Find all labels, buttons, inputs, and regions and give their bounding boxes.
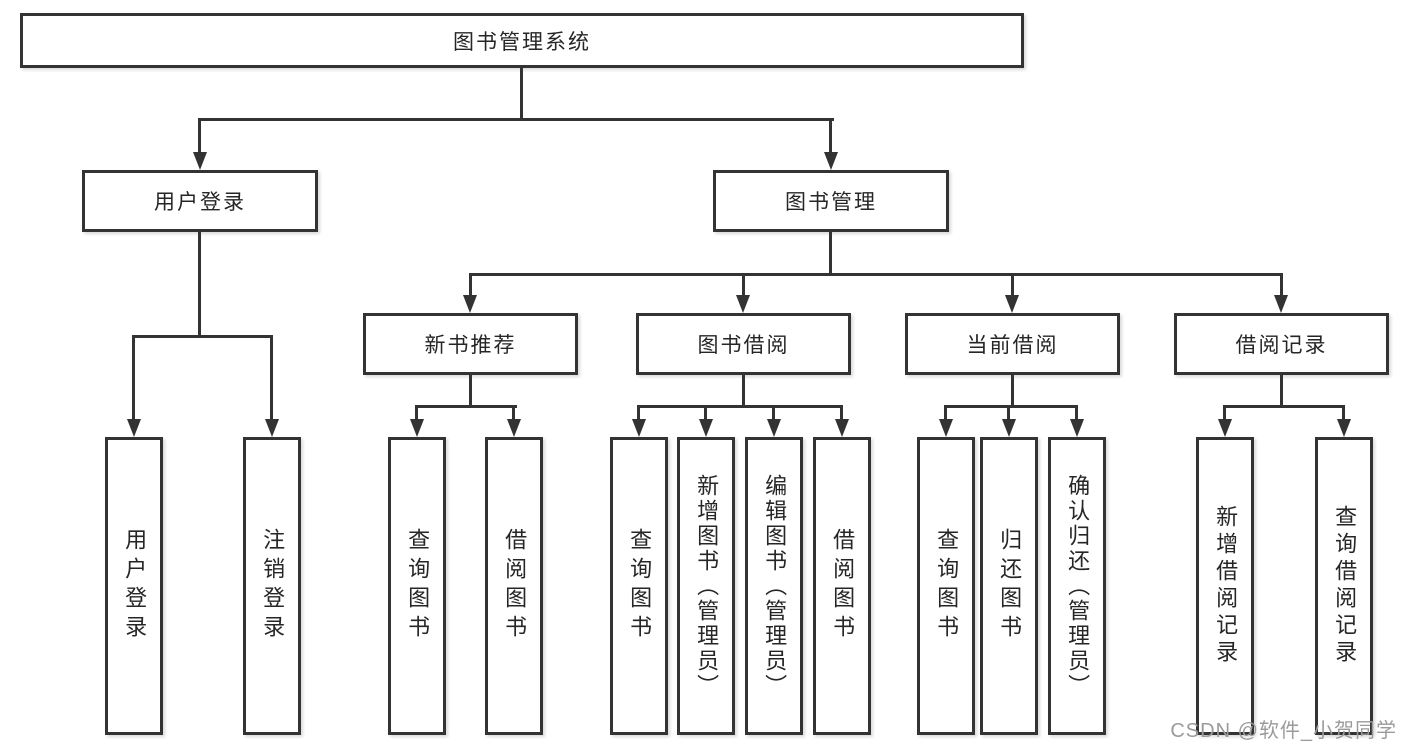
leaf-label: 查询借阅记录 bbox=[1332, 505, 1358, 667]
leaf-label: 确认归还（管理员） bbox=[1065, 473, 1091, 699]
connector-drop-leaf-logout bbox=[270, 335, 273, 421]
leaf-label: 新增借阅记录 bbox=[1213, 505, 1239, 667]
leaf-confirm-return-admin: 确认归还（管理员） bbox=[1048, 437, 1106, 735]
connector-drop bbox=[1342, 405, 1345, 421]
connector-new-book-bus bbox=[415, 405, 517, 408]
node-user-login: 用户登录 bbox=[82, 170, 318, 232]
connector-drop-user-login bbox=[198, 118, 201, 154]
connector-current-borrow-bus bbox=[944, 405, 1078, 408]
arrow-down-icon bbox=[1070, 419, 1084, 437]
leaf-label: 用户登录 bbox=[122, 528, 148, 644]
connector-drop-new-book bbox=[469, 273, 472, 297]
node-library-management-system: 图书管理系统 bbox=[20, 13, 1024, 68]
connector-book-borrow-bus bbox=[637, 405, 843, 408]
connector-drop-book-borrow bbox=[742, 273, 745, 297]
leaf-add-borrow-record: 新增借阅记录 bbox=[1196, 437, 1254, 735]
arrow-down-icon bbox=[699, 419, 713, 437]
connector-current-borrow-stem bbox=[1011, 375, 1014, 405]
arrow-down-icon bbox=[1218, 419, 1232, 437]
arrow-down-icon bbox=[1005, 295, 1019, 313]
node-borrowing-records: 借阅记录 bbox=[1174, 313, 1389, 375]
leaf-user-login: 用户登录 bbox=[105, 437, 163, 735]
connector-drop bbox=[944, 405, 947, 421]
connector-drop bbox=[772, 405, 775, 421]
leaf-logout: 注销登录 bbox=[243, 437, 301, 735]
node-label: 用户登录 bbox=[154, 191, 246, 214]
leaf-label: 查询图书 bbox=[627, 528, 653, 644]
leaf-add-book-admin: 新增图书（管理员） bbox=[677, 437, 735, 735]
connector-records-bus bbox=[1223, 405, 1345, 408]
connector-root-stem bbox=[520, 68, 523, 118]
arrow-down-icon bbox=[835, 419, 849, 437]
connector-drop bbox=[1075, 405, 1078, 421]
arrow-down-icon bbox=[1274, 295, 1288, 313]
connector-user-login-stem bbox=[198, 232, 201, 335]
connector-drop-current-borrow bbox=[1011, 273, 1014, 297]
node-label: 当前借阅 bbox=[966, 334, 1059, 357]
arrow-down-icon bbox=[767, 419, 781, 437]
connector-records-stem bbox=[1280, 375, 1283, 405]
arrow-down-icon bbox=[1002, 419, 1016, 437]
node-label: 图书管理系统 bbox=[453, 30, 591, 54]
node-new-book-recommendation: 新书推荐 bbox=[363, 313, 578, 375]
csdn-watermark: CSDN @软件_小贺同学 bbox=[1170, 720, 1397, 742]
leaf-query-borrow-record: 查询借阅记录 bbox=[1315, 437, 1373, 735]
leaf-edit-book-admin: 编辑图书（管理员） bbox=[745, 437, 803, 735]
arrow-down-icon bbox=[127, 419, 141, 437]
leaf-label: 查询图书 bbox=[405, 528, 431, 644]
leaf-label: 注销登录 bbox=[260, 528, 286, 644]
leaf-label: 新增图书（管理员） bbox=[694, 473, 720, 699]
leaf-borrow-books: 借阅图书 bbox=[813, 437, 871, 735]
arrow-down-icon bbox=[632, 419, 646, 437]
leaf-borrow-books-recommend: 借阅图书 bbox=[485, 437, 543, 735]
connector-drop bbox=[637, 405, 640, 421]
arrow-down-icon bbox=[939, 419, 953, 437]
leaf-label: 编辑图书（管理员） bbox=[762, 473, 788, 699]
arrow-down-icon bbox=[410, 419, 424, 437]
leaf-label: 借阅图书 bbox=[502, 528, 528, 644]
node-book-management: 图书管理 bbox=[713, 170, 949, 232]
node-book-borrowing: 图书借阅 bbox=[636, 313, 851, 375]
node-label: 借阅记录 bbox=[1235, 334, 1328, 357]
arrow-down-icon bbox=[1337, 419, 1351, 437]
connector-drop bbox=[415, 405, 418, 421]
node-label: 新书推荐 bbox=[424, 334, 517, 357]
leaf-query-books-borrow: 查询图书 bbox=[610, 437, 668, 735]
leaf-label: 归还图书 bbox=[997, 528, 1023, 644]
connector-drop bbox=[840, 405, 843, 421]
arrow-down-icon bbox=[824, 152, 838, 170]
node-label: 图书管理 bbox=[785, 191, 877, 214]
arrow-down-icon bbox=[265, 419, 279, 437]
connector-new-book-stem bbox=[469, 375, 472, 405]
leaf-query-books-current: 查询图书 bbox=[917, 437, 975, 735]
connector-drop-leaf-user-login bbox=[132, 335, 135, 421]
leaf-query-books-recommend: 查询图书 bbox=[388, 437, 446, 735]
arrow-down-icon bbox=[507, 419, 521, 437]
connector-drop-book-management bbox=[829, 118, 832, 154]
arrow-down-icon bbox=[736, 295, 750, 313]
connector-book-management-stem bbox=[829, 232, 832, 273]
connector-book-borrow-stem bbox=[742, 375, 745, 405]
arrow-down-icon bbox=[463, 295, 477, 313]
connector-root-bus bbox=[198, 118, 834, 121]
connector-book-management-bus bbox=[469, 273, 1283, 276]
connector-drop bbox=[1223, 405, 1226, 421]
connector-drop bbox=[512, 405, 515, 421]
connector-drop-borrow-records bbox=[1280, 273, 1283, 297]
connector-user-login-bus bbox=[132, 335, 273, 338]
arrow-down-icon bbox=[193, 152, 207, 170]
connector-drop bbox=[1007, 405, 1010, 421]
leaf-label: 查询图书 bbox=[934, 528, 960, 644]
node-current-borrowing: 当前借阅 bbox=[905, 313, 1120, 375]
leaf-label: 借阅图书 bbox=[830, 528, 856, 644]
leaf-return-book: 归还图书 bbox=[980, 437, 1038, 735]
connector-drop bbox=[704, 405, 707, 421]
node-label: 图书借阅 bbox=[697, 334, 790, 357]
